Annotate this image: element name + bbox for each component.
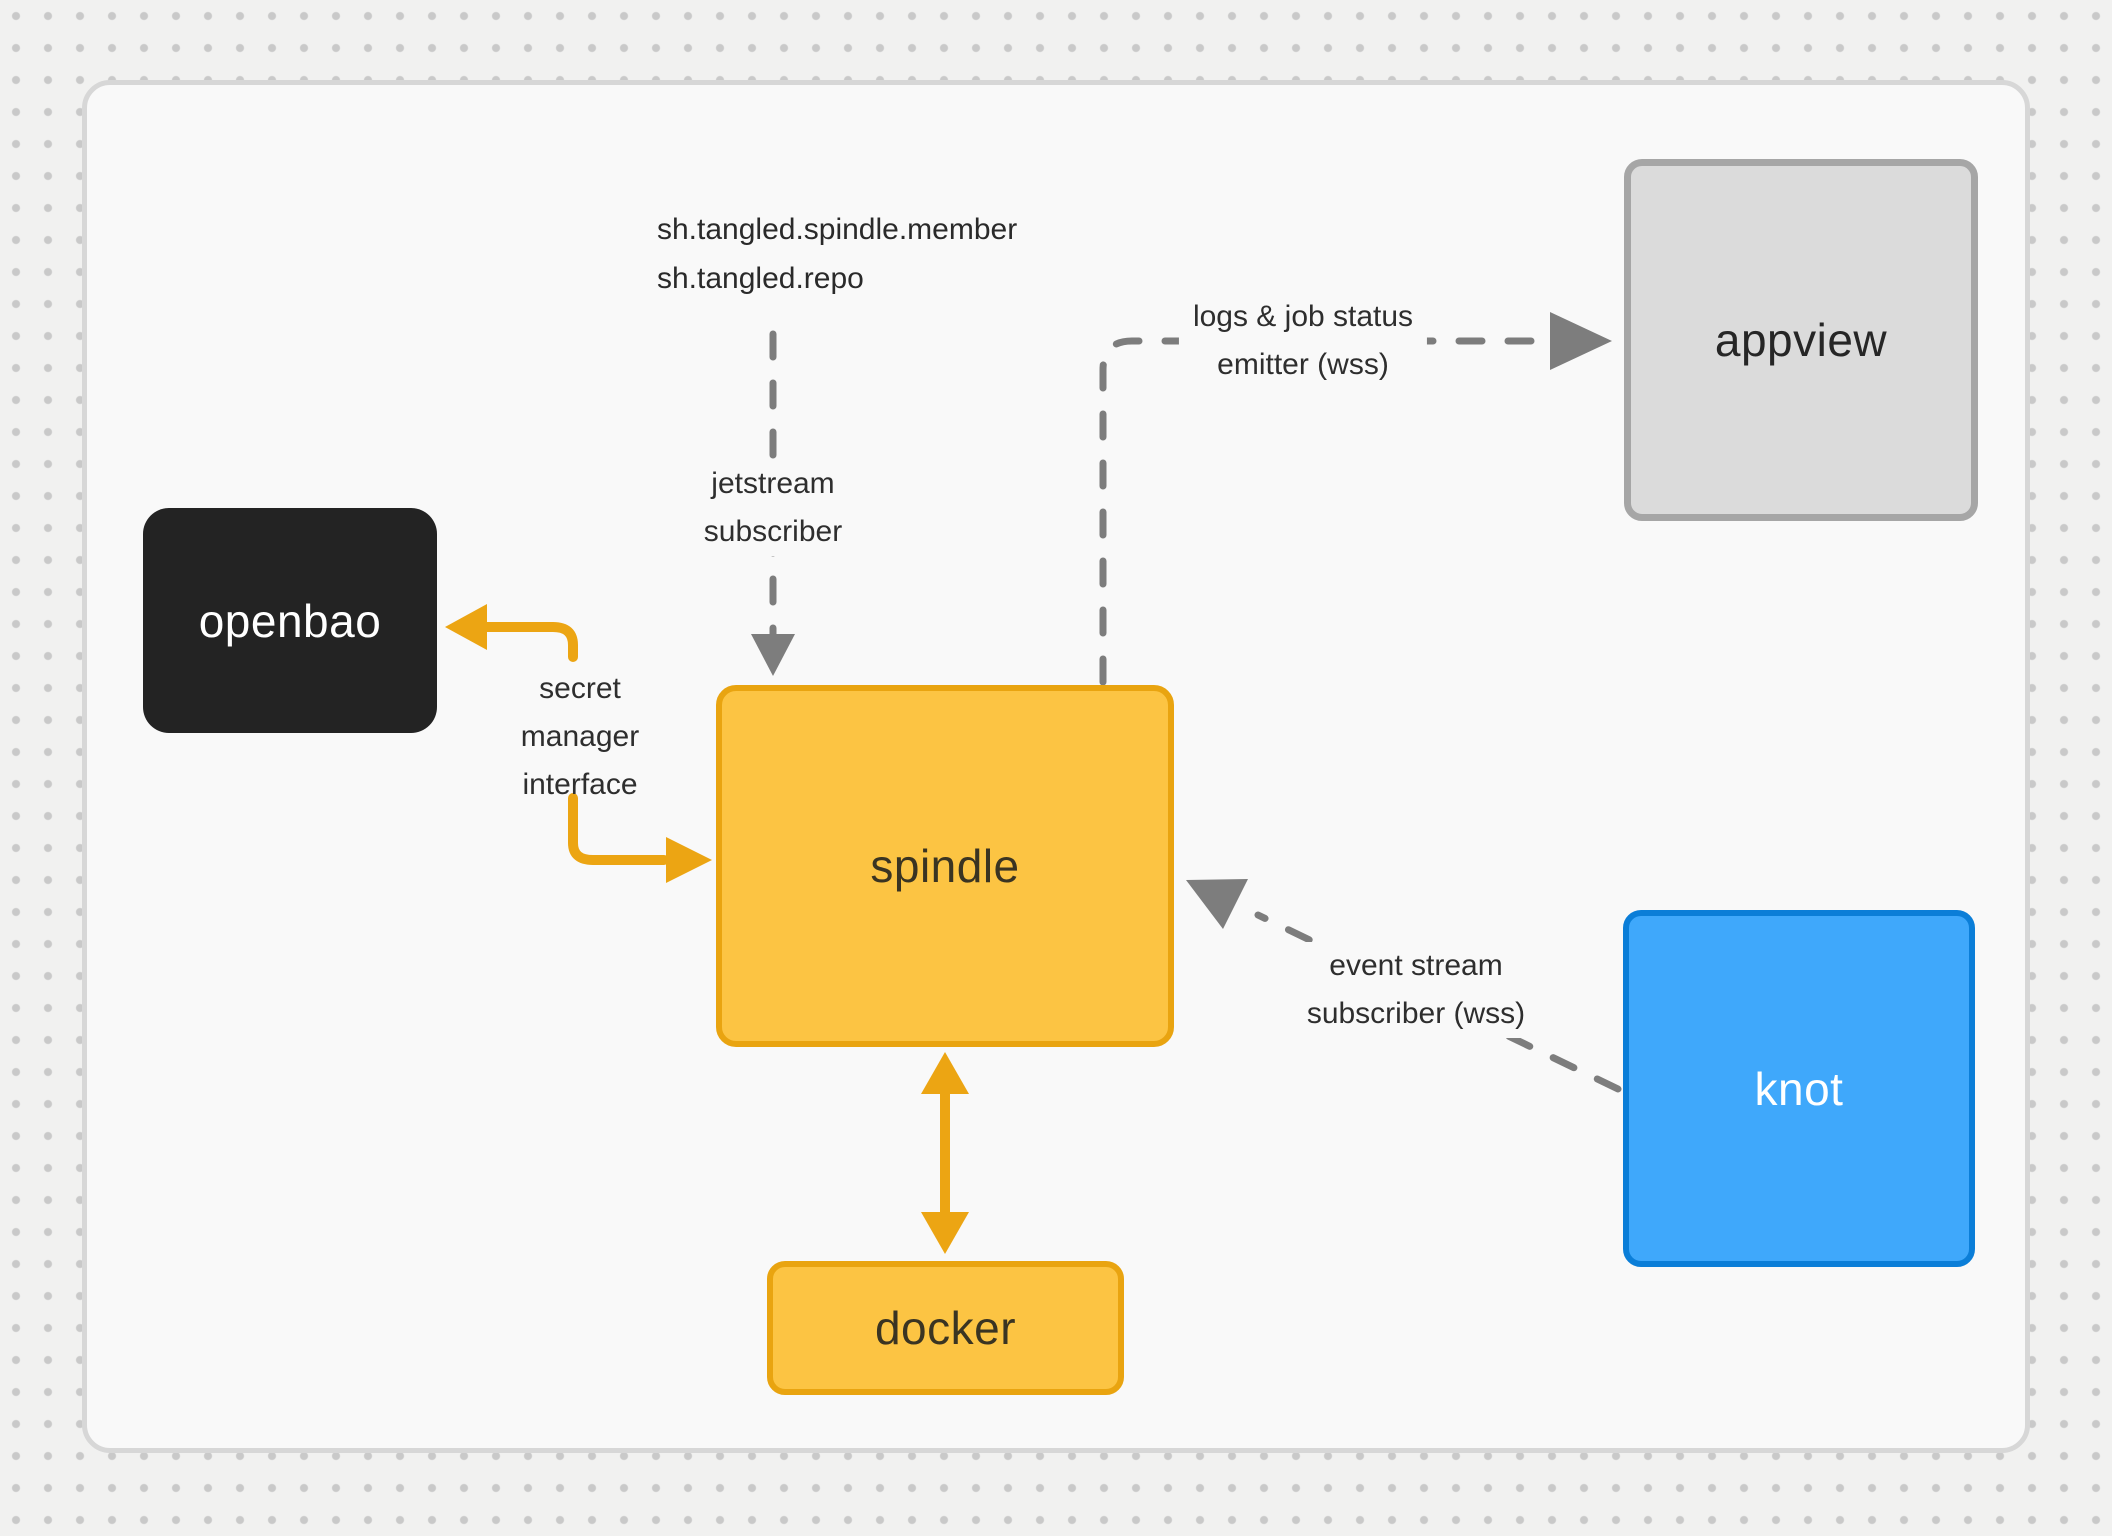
node-appview[interactable]: appview	[1624, 159, 1978, 521]
event-stream-label: event stream subscriber (wss)	[1292, 942, 1540, 1038]
node-knot-label: knot	[1754, 1062, 1844, 1115]
node-openbao-label: openbao	[198, 594, 382, 647]
jetstream-collections-label: sh.tangled.spindle.member sh.tangled.rep…	[657, 205, 1017, 303]
logs-emitter-label: logs & job status emitter (wss)	[1178, 293, 1428, 389]
node-openbao[interactable]: openbao	[143, 508, 437, 733]
node-docker-label: docker	[874, 1302, 1017, 1354]
node-appview-label: appview	[1714, 314, 1888, 366]
node-spindle[interactable]: spindle	[716, 685, 1174, 1047]
node-docker[interactable]: docker	[767, 1261, 1124, 1395]
node-knot[interactable]: knot	[1623, 910, 1975, 1267]
secret-manager-label: secret manager interface	[520, 672, 640, 801]
jetstream-subscriber-label: jetstream subscriber	[689, 460, 857, 556]
node-spindle-label: spindle	[870, 840, 1020, 892]
jetstream-collections-line1: sh.tangled.spindle.member	[657, 213, 1018, 246]
jetstream-collections-line2: sh.tangled.repo	[657, 262, 864, 295]
